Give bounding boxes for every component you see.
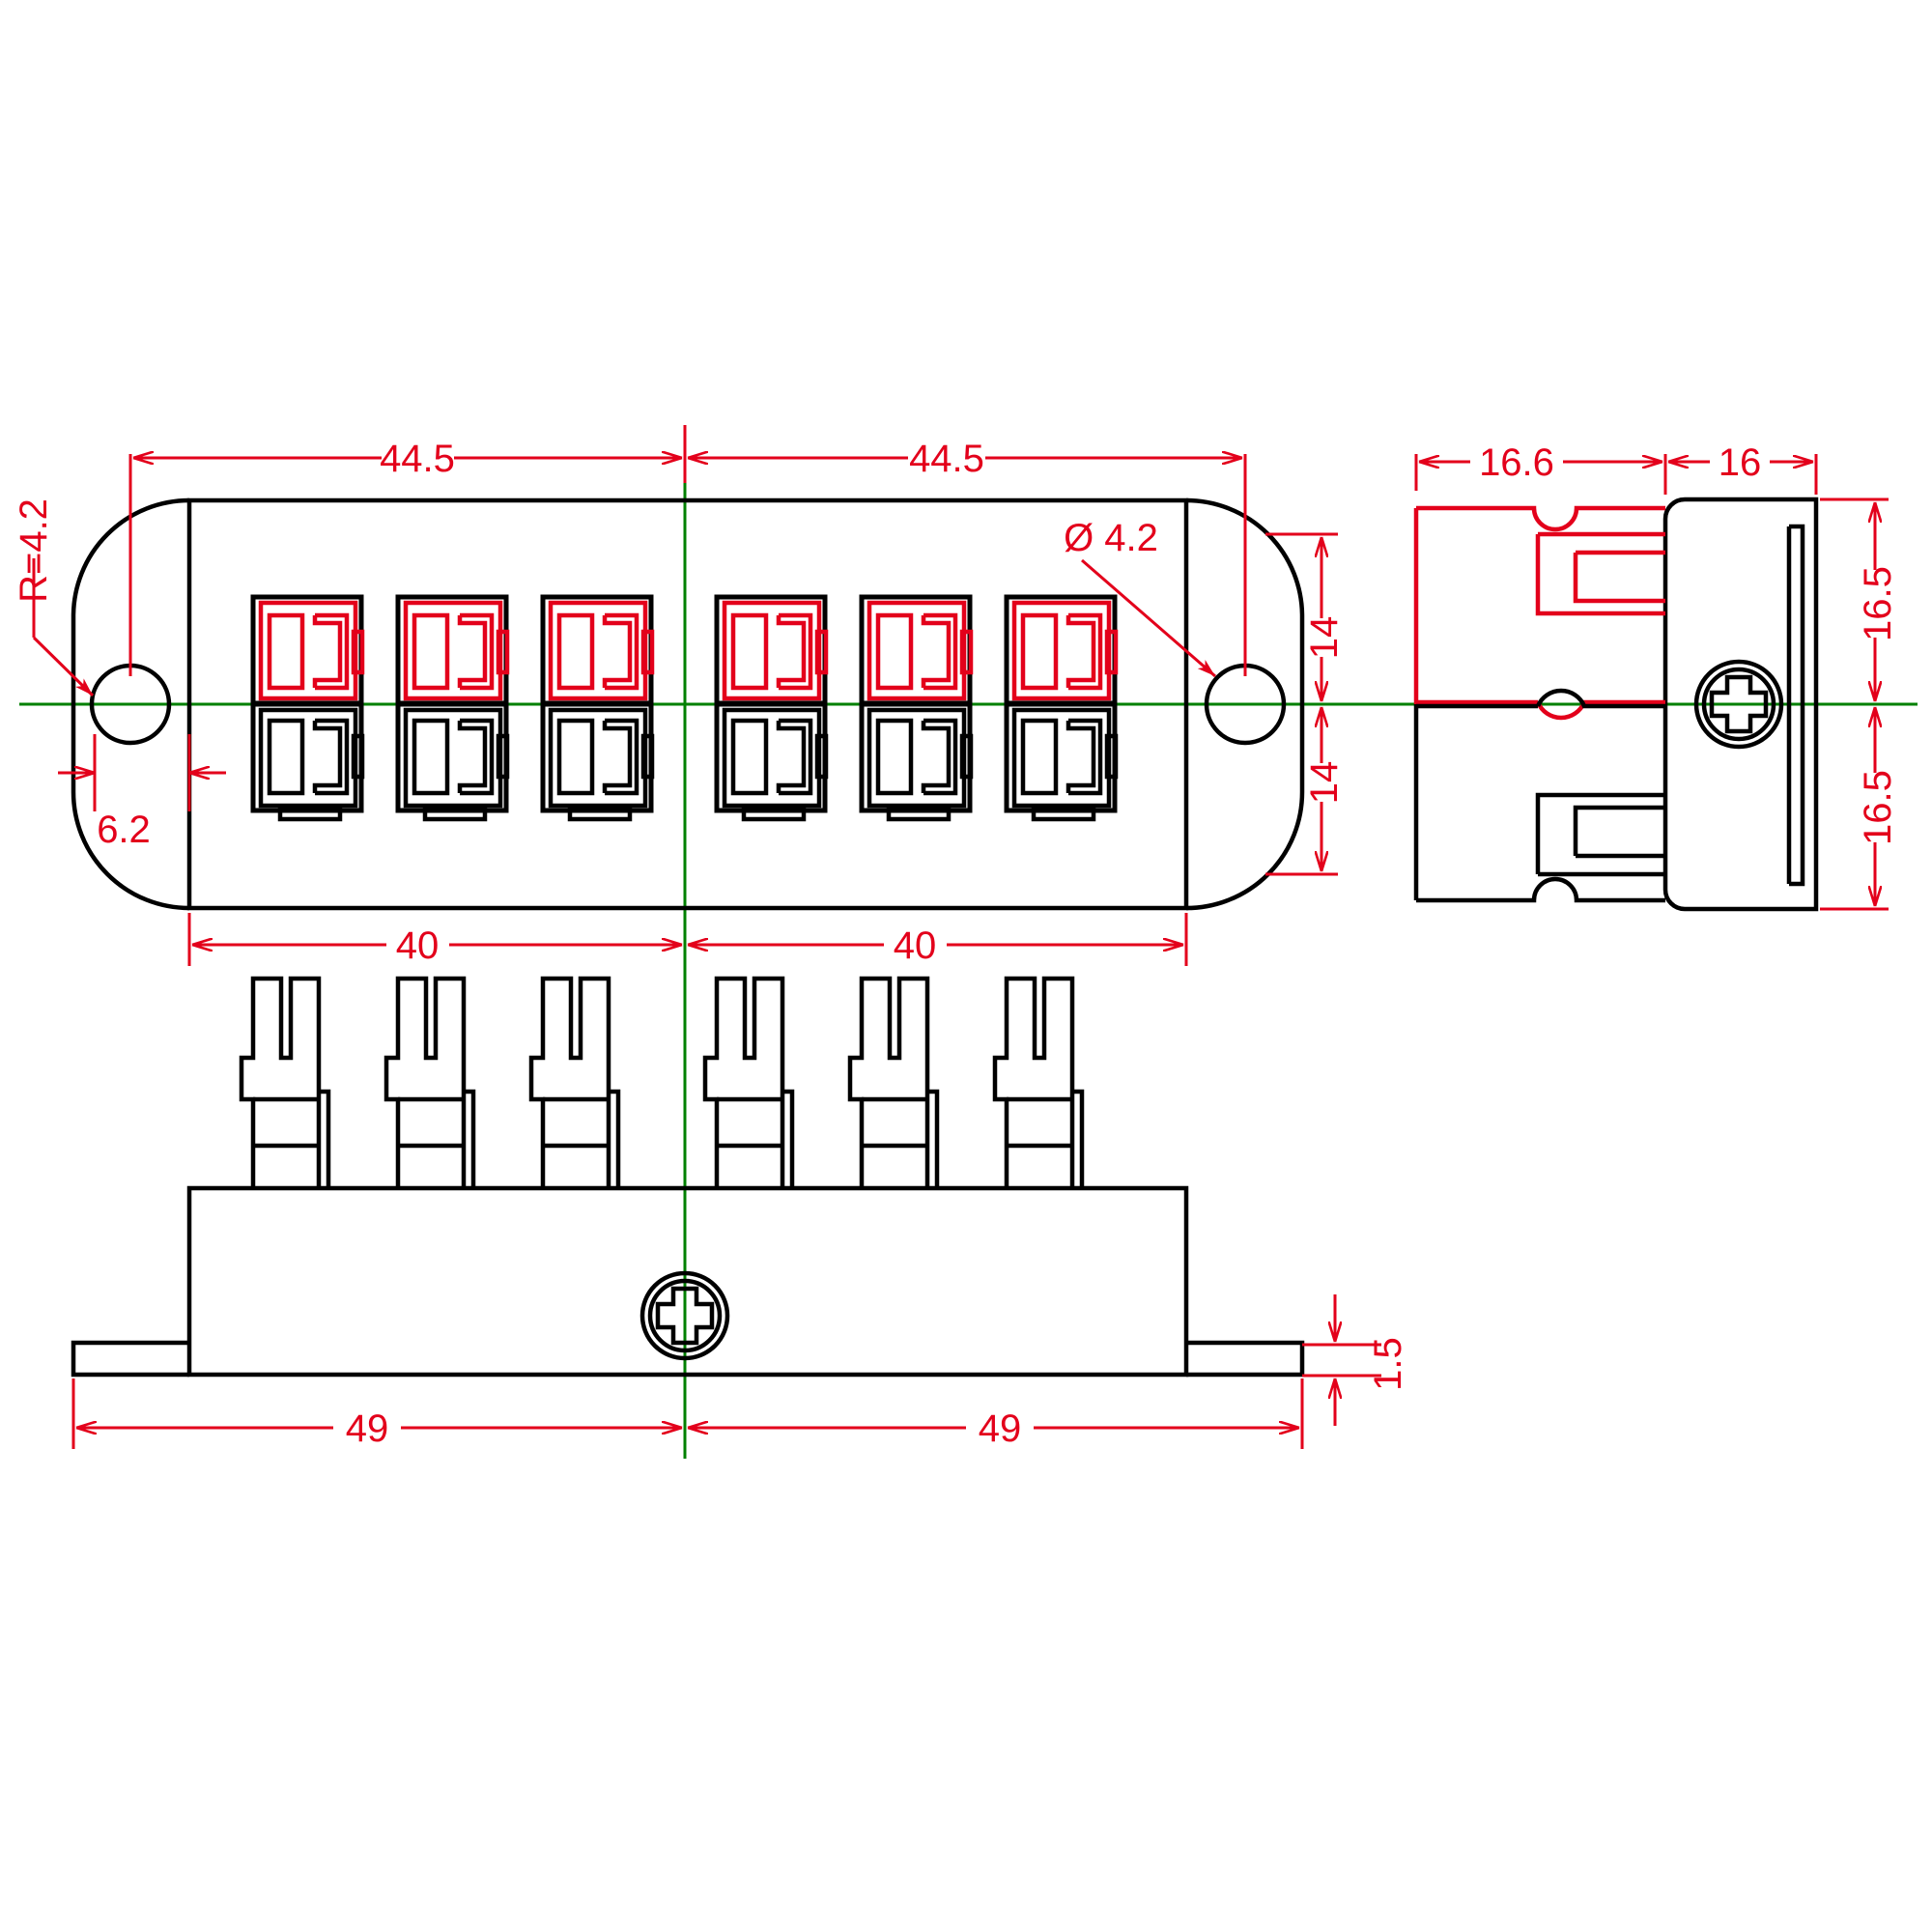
side-body-outline: [1662, 497, 1819, 912]
side-view-dimension-labels: 16.6 16 16.5 16.5: [1479, 441, 1899, 845]
port-4-upper-highlight: [722, 600, 829, 701]
label-side-depth-front: 16.6: [1479, 441, 1554, 484]
port-module-6: [1004, 594, 1119, 822]
side-screw-inner-ring: [1701, 667, 1776, 742]
port-6-upper-highlight: [1011, 600, 1119, 701]
bottom-connector-6: [992, 976, 1085, 1188]
bottom-screw-head: [639, 1270, 730, 1361]
port-module-2: [395, 594, 510, 822]
leader-r42-arrow: [32, 636, 95, 697]
side-view: [1413, 497, 1819, 912]
bottom-screw-outer-ring: [639, 1270, 730, 1361]
label-hole-offset: 6.2: [97, 809, 151, 851]
port-2-lower-outline: [403, 707, 510, 822]
label-front-half-height-top: 14: [1303, 616, 1346, 660]
side-nose-upper-highlight: [1413, 505, 1665, 721]
bottom-screw-inner-ring: [647, 1278, 723, 1353]
side-screw-outer-ring: [1693, 659, 1784, 750]
bottom-view-dimension-labels: 49 49 1.5: [346, 1337, 1409, 1450]
bottom-housing-rect: [186, 1185, 1189, 1378]
label-corner-radius: R=4.2: [13, 498, 55, 603]
label-side-half-height-bottom: 16.5: [1857, 770, 1899, 845]
bottom-view: [71, 976, 1305, 1378]
label-side-depth-body: 16: [1719, 441, 1762, 484]
port-3-lower-outline: [548, 707, 655, 822]
label-front-bottom-right: 40: [894, 924, 937, 967]
bottom-right-flange: [1186, 1340, 1305, 1378]
bottom-screw-cross-slot: [655, 1286, 715, 1346]
port-5-lower-outline: [867, 707, 974, 822]
label-flange-thickness: 1.5: [1367, 1337, 1409, 1391]
bottom-connector-5: [847, 976, 940, 1188]
port-5-upper-highlight: [867, 600, 974, 701]
label-front-half-height-bottom: 14: [1303, 761, 1346, 805]
bottom-view-dimensions: [71, 1294, 1381, 1449]
bottom-connector-1: [239, 976, 331, 1188]
bottom-connector-4: [702, 976, 795, 1188]
port-module-3: [540, 594, 655, 822]
front-view-dimension-labels: 44.5 44.5 40 40 R=4.2 6.2 Ø 4.2 14 14: [13, 438, 1346, 967]
port-3-upper-highlight: [548, 600, 655, 701]
front-left-rounded-flange: [71, 497, 190, 911]
front-right-rounded-flange: [1185, 497, 1305, 911]
port-module-4: [714, 594, 829, 822]
port-2-upper-highlight: [403, 600, 510, 701]
label-front-top-right: 44.5: [909, 438, 984, 480]
port-1-upper-highlight: [258, 600, 365, 701]
port-4-lower-outline: [722, 707, 829, 822]
leader-d42-arrow: [1081, 558, 1216, 678]
label-bottom-half-width-left: 49: [346, 1407, 389, 1450]
side-screw-cross-slot: [1709, 674, 1769, 734]
side-view-dimensions: [1414, 454, 1889, 911]
centerlines: [19, 425, 1918, 1459]
bottom-connector-3: [528, 976, 621, 1188]
port-module-5: [859, 594, 974, 822]
bottom-left-flange: [71, 1340, 189, 1378]
label-bottom-half-width-right: 49: [979, 1407, 1022, 1450]
label-front-top-left: 44.5: [380, 438, 455, 480]
port-6-lower-outline: [1011, 707, 1119, 822]
label-front-bottom-left: 40: [396, 924, 440, 967]
front-view: [71, 497, 1305, 911]
side-screw-head: [1693, 659, 1784, 750]
label-side-half-height-top: 16.5: [1857, 566, 1899, 641]
front-view-dimensions: [32, 425, 1338, 966]
side-nose-lower-outline: [1413, 688, 1665, 903]
bottom-connector-2: [384, 976, 476, 1188]
label-hole-diameter: Ø 4.2: [1064, 517, 1158, 559]
port-1-lower-outline: [258, 707, 365, 822]
side-inner-slot: [1789, 524, 1805, 887]
port-module-1: [250, 594, 365, 822]
front-body-rect: [186, 497, 1189, 911]
